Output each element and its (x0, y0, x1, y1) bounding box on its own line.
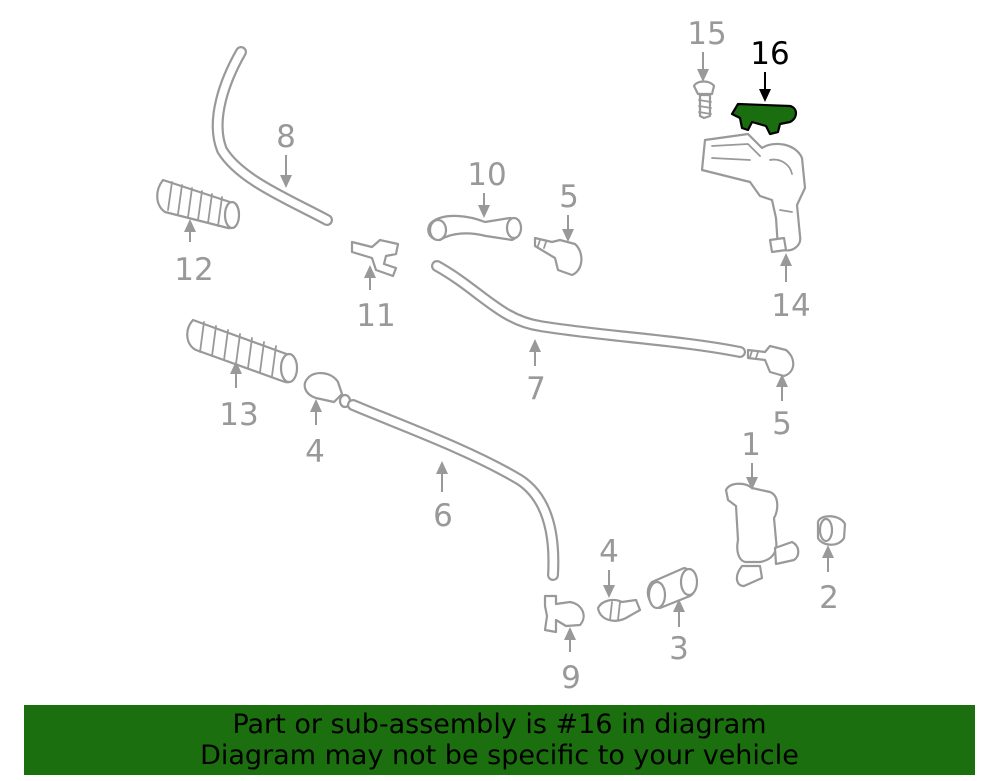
callout-5-lower: 5 (772, 406, 792, 442)
callout-1: 1 (741, 427, 761, 463)
parts-diagram: 8 12 11 10 5 7 5 13 4 6 1 2 3 4 9 14 15 … (156, 16, 847, 696)
info-banner: Part or sub-assembly is #16 in diagram D… (24, 705, 975, 775)
part-2-grommet[interactable] (816, 515, 847, 546)
callout-2: 2 (819, 580, 839, 616)
callout-11: 11 (356, 298, 395, 334)
callout-6: 6 (433, 498, 453, 534)
callout-10: 10 (467, 157, 506, 193)
callout-9: 9 (561, 660, 581, 696)
callout-12: 12 (174, 252, 213, 288)
part-9-connector[interactable] (543, 594, 585, 634)
part-13-bellows-large[interactable] (186, 318, 299, 384)
part-15-bolt[interactable] (692, 80, 716, 120)
callout-8: 8 (276, 119, 296, 155)
part-10-elbow[interactable] (427, 214, 523, 242)
callout-15: 15 (687, 16, 726, 52)
banner-line-2: Diagram may not be specific to your vehi… (200, 740, 799, 771)
part-8-hose[interactable] (211, 46, 333, 226)
leader-lines (184, 52, 834, 652)
banner-line-1: Part or sub-assembly is #16 in diagram (232, 709, 767, 740)
part-14-nozzle-assembly[interactable] (700, 132, 807, 254)
part-5-nozzle-upper[interactable] (533, 236, 583, 277)
callout-4-lower: 4 (599, 534, 619, 570)
callout-7: 7 (526, 371, 546, 407)
part-1-pump[interactable] (724, 482, 800, 588)
part-3-grommet[interactable] (646, 566, 699, 610)
part-4-fitting-left[interactable] (303, 372, 352, 409)
part-6-hose[interactable] (347, 399, 560, 581)
callout-16: 16 (750, 36, 789, 72)
callout-5-upper: 5 (559, 179, 579, 215)
callout-13: 13 (219, 397, 258, 433)
part-5-nozzle-lower[interactable] (746, 344, 795, 378)
part-16-cap-highlighted[interactable] (730, 102, 798, 136)
part-7-hose[interactable] (431, 260, 746, 358)
part-4-valve-lower[interactable] (596, 598, 642, 622)
callout-3: 3 (669, 631, 689, 667)
callout-14: 14 (771, 288, 810, 324)
part-11-connector[interactable] (350, 238, 400, 278)
callout-labels: 8 12 11 10 5 7 5 13 4 6 1 2 3 4 9 14 15 … (174, 16, 839, 696)
callout-4-left: 4 (305, 434, 325, 470)
part-12-bellows-small[interactable] (156, 178, 241, 230)
